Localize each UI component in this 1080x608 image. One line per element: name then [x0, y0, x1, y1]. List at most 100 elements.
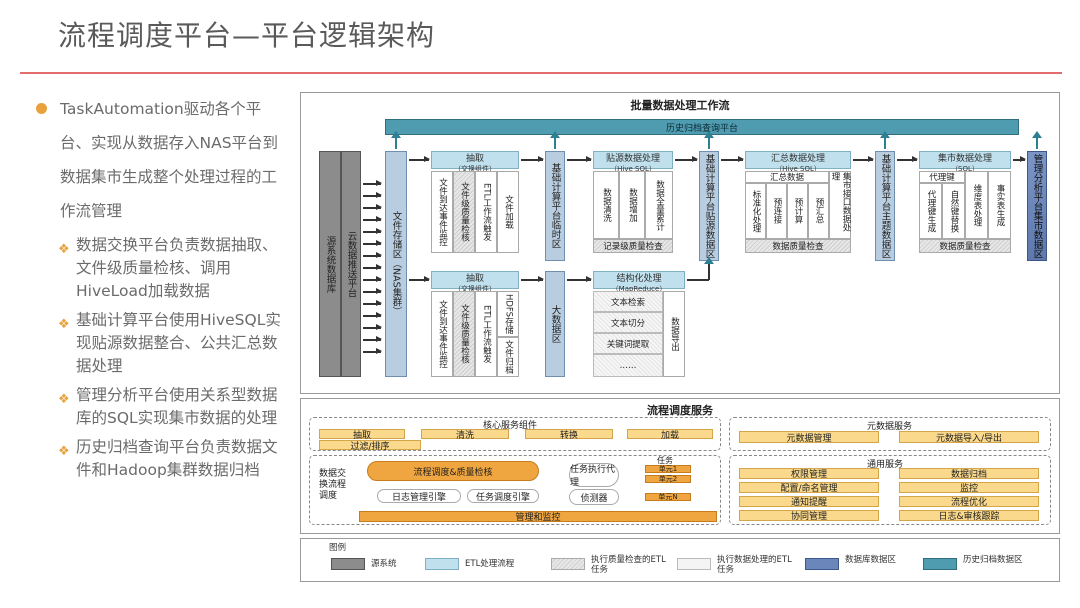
common-item: 数据归档: [899, 468, 1039, 480]
core-filter-sort: 过滤/排序: [319, 440, 421, 452]
scheduler-service-panel: 流程调度服务 核心服务组件 抽取 清洗 转换 加载 过滤/排序 数据交换流程调度…: [300, 398, 1060, 534]
legend-swatch-source: [331, 558, 365, 570]
core-extract: 抽取: [319, 429, 405, 441]
left-bullets: TaskAutomation驱动各个平台、实现从数据存入NAS平台到数据集市生成…: [36, 92, 281, 482]
title-divider: [20, 72, 1062, 74]
diamond-icon: ❖: [58, 392, 70, 407]
metadata-group: [729, 417, 1051, 451]
common-item: 通知提醒: [739, 496, 879, 508]
source-db: 源系统数据库: [319, 151, 341, 377]
mgmt-monitor-bar: 管理和监控: [359, 511, 717, 523]
extract-top-col: ETL工作流触发: [475, 171, 497, 253]
mart-col: 自然键替换: [942, 183, 965, 239]
workflow-diagram: 批量数据处理工作流 历史归档查询平台 源系统数据库 云数据推送平台 文件存储区（…: [300, 92, 1060, 394]
diamond-icon: ❖: [58, 444, 70, 459]
core-title: 核心服务组件: [483, 421, 538, 431]
common-services-group: [729, 455, 1051, 525]
core-components-group: [309, 417, 721, 451]
diamond-icon: ❖: [58, 242, 70, 257]
legend-swatch-process: [677, 558, 711, 570]
legend-label: 数据库数据区: [845, 555, 897, 565]
tie-source-header: 贴源数据处理 （Hive SQL）: [593, 151, 673, 173]
meta-manage: 元数据管理: [739, 431, 879, 444]
structured-row: 文本检索: [593, 291, 663, 312]
structured-header: 结构化处理 （MapReduce）: [593, 271, 685, 293]
bullet-dot-icon: [36, 103, 47, 114]
extract-bot-col: 文件到达事件监控: [431, 291, 453, 377]
mart-subheader: 代理键: [919, 171, 965, 183]
queue-unit: 单元2: [645, 475, 691, 483]
mart-header: 集市数据处理 （SQL）: [919, 151, 1011, 173]
log-engine: 日志管理引擎: [377, 489, 461, 503]
summary-col: 预连接: [766, 183, 787, 239]
core-clean: 清洗: [421, 429, 509, 441]
extract-bot-col: HDFS存储: [497, 291, 519, 337]
common-item: 权限管理: [739, 468, 879, 480]
extract-bot-header: 抽取 （交换组件）: [431, 271, 519, 293]
common-item: 日志&审核跟踪: [899, 510, 1039, 522]
extract-top-col: 文件级质量检核: [453, 171, 475, 253]
structured-row: ……: [593, 354, 663, 377]
core-load: 加载: [627, 429, 713, 441]
mart-footer: 数据质量检查: [919, 239, 1011, 253]
legend-swatch-etl: [425, 558, 459, 570]
exchange-schedule-group: [309, 455, 721, 525]
sub-bullet: ❖历史归档查询平台负责数据文件和Hadoop集群数据归档: [58, 438, 278, 479]
extract-bot-col: ETL工作流触发: [475, 291, 497, 377]
meta-import-export: 元数据导入/导出: [899, 431, 1039, 444]
extract-bot-col: 文件归档: [497, 337, 519, 377]
base-temp-area: 基础计算平台临时区: [545, 151, 565, 261]
summary-footer: 数据质量检查: [745, 239, 851, 253]
tie-source-col: 数据增加: [619, 171, 645, 239]
legend-swatch-db: [805, 558, 839, 570]
engine-cylinder: 流程调度&质量检核: [367, 461, 539, 481]
queue-unit: 单元1: [645, 465, 691, 473]
sub-bullet: ❖数据交换平台负责数据抽取、文件级质量检核、调用HiveLoad加载数据: [58, 236, 278, 300]
meta-title: 元数据服务: [867, 422, 913, 432]
tie-source-col: 数据全量累计: [645, 171, 673, 239]
summary-header: 汇总数据处理 （Hive SQL）: [745, 151, 851, 173]
mgmt-mart-area: 管理分析平台集市数据区: [1027, 151, 1047, 261]
bullet-intro: TaskAutomation驱动各个平台、实现从数据存入NAS平台到数据集市生成…: [36, 92, 281, 228]
legend-swatch-history: [923, 558, 957, 570]
push-platform: 云数据推送平台: [341, 151, 361, 377]
exchange-label: 数据交换流程调度: [319, 469, 347, 501]
tie-source-area: 基础计算平台贴源数据区: [699, 151, 719, 261]
diagram-title: 批量数据处理工作流: [630, 99, 730, 112]
history-archive-bar: 历史归档查询平台: [385, 119, 1019, 135]
legend-label: 执行质量检查的ETL任务: [591, 555, 666, 575]
common-item: 协同管理: [739, 510, 879, 522]
task-engine: 任务调度引擎: [467, 489, 539, 503]
common-title: 通用服务: [867, 460, 904, 470]
summary-col: 集市接口数据处理: [829, 171, 851, 239]
summary-col: 预计算: [787, 183, 808, 239]
page-title: 流程调度平台—平台逻辑架构: [58, 19, 436, 52]
extract-top-col: 文件加载: [497, 171, 519, 253]
legend-label: 源系统: [371, 559, 397, 569]
legend-label: 执行数据处理的ETL任务: [717, 555, 792, 575]
legend-label: ETL处理流程: [465, 559, 515, 569]
structured-row: 文本切分: [593, 312, 663, 333]
sub-bullet: ❖基础计算平台使用HiveSQL实现贴源数据整合、公共汇总数据处理: [58, 311, 281, 375]
common-item: 配置/命名管理: [739, 482, 879, 494]
queue-unit: 单元N: [645, 493, 691, 501]
summary-col: 预汇总: [808, 183, 829, 239]
core-transform: 转换: [525, 429, 613, 441]
queue-title: 任务: [657, 456, 673, 465]
legend: 图例 源系统 ETL处理流程 执行质量检查的ETL任务 执行数据处理的ETL任务…: [300, 538, 1060, 582]
service-title: 流程调度服务: [647, 404, 713, 417]
extract-top-col: 文件到达事件监控: [431, 171, 453, 253]
structured-export: 数据导出: [663, 291, 685, 377]
extract-bot-col: 文件级质量检核: [453, 291, 475, 377]
task-agent: 任务执行代理: [569, 463, 619, 488]
common-item: 监控: [899, 482, 1039, 494]
sub-bullet: ❖管理分析平台使用关系型数据库的SQL实现集市数据的处理: [58, 386, 278, 427]
legend-swatch-quality: [551, 558, 585, 570]
detector: 侦测器: [569, 489, 619, 505]
tie-source-col: 数据清洗: [593, 171, 619, 239]
mart-col: 事实表生成: [988, 171, 1011, 239]
nas-storage: 文件存储区（NAS集群）: [385, 151, 407, 377]
mart-col: 代理键生成: [919, 183, 942, 239]
structured-row: 关键词提取: [593, 333, 663, 354]
theme-area: 基础计算平台主题数据区: [875, 151, 895, 261]
